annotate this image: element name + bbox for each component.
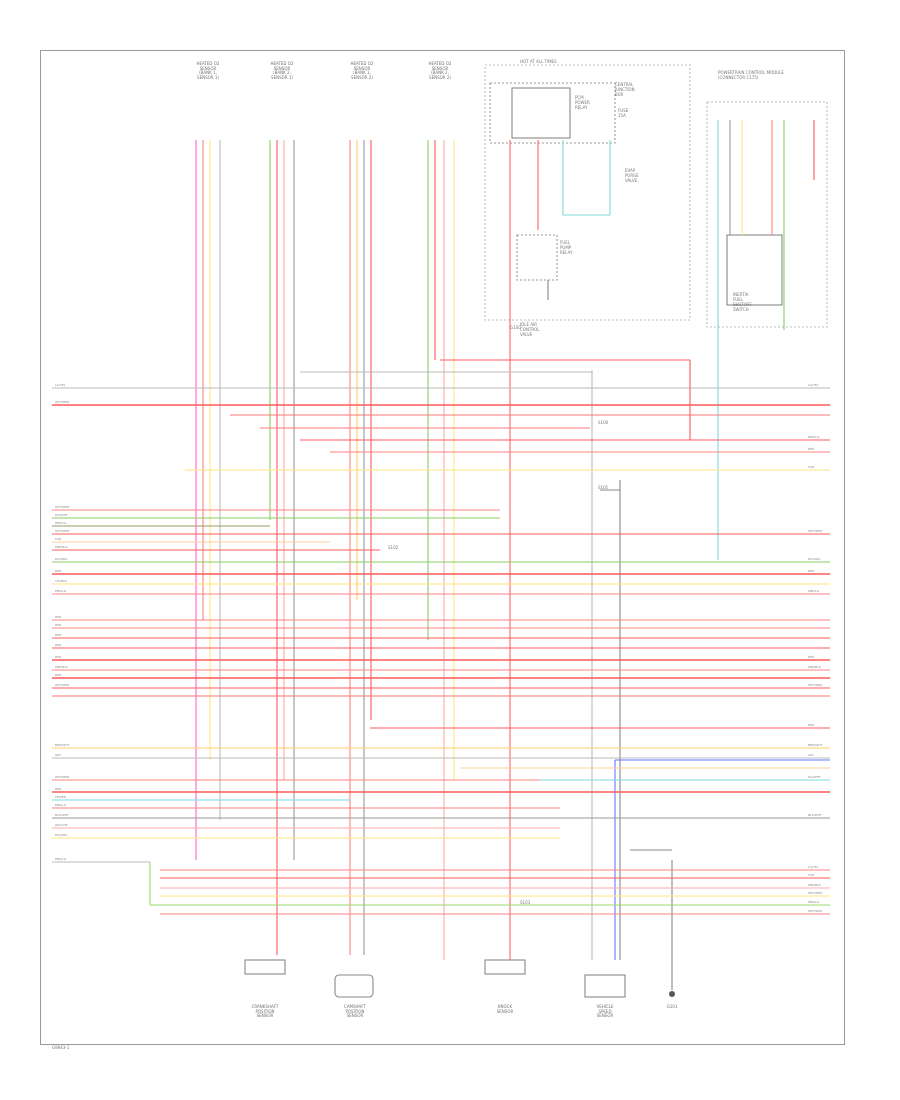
diagram-frame xyxy=(40,50,845,1045)
wire-label: DG/WHT xyxy=(55,513,68,517)
wire-label: LG/YEL xyxy=(808,383,819,387)
wire-label: RED xyxy=(55,633,62,637)
heated-o2-sensor-4: HEATED O2 SENSOR (BANK 2, SENSOR 2) xyxy=(428,61,452,80)
knock-sensor-label: KNOCK SENSOR xyxy=(496,1004,514,1014)
wire-label: RED xyxy=(55,655,62,659)
camshaft-sensor-body xyxy=(334,974,374,998)
wire-label: DG/ORG xyxy=(55,833,68,837)
wire-label: PNK/LG xyxy=(808,900,820,904)
wire-label: WHT/RED xyxy=(55,400,70,404)
inertia-switch-label: INERTIA FUEL SHUTOFF SWITCH xyxy=(733,292,752,312)
wire-label: WHT/RED xyxy=(808,683,823,687)
o2-sensor-1-leads xyxy=(195,140,221,860)
wire-label: WHT/RED xyxy=(808,909,823,913)
wire-label: PNK/BLK xyxy=(55,545,68,549)
fuel-pump-relay-box xyxy=(516,234,558,281)
central-junction-box-label: CENTRAL JUNCTION BOX xyxy=(615,82,635,97)
wire-label: DG/ORG xyxy=(808,557,821,561)
right-connector-title: POWERTRAIN CONTROL MODULE (CONNECTOR C17… xyxy=(718,70,784,80)
wire-label: RED xyxy=(808,447,815,451)
wire-label: WHT/RED xyxy=(55,683,70,687)
wire-label: RED xyxy=(808,655,815,659)
wire-label: RED xyxy=(808,723,815,727)
pcm-power-relay-box xyxy=(511,87,571,139)
o2-sensor-3-leads xyxy=(349,140,372,955)
ground-bottom-label: G101 xyxy=(666,1004,678,1009)
wire-label: PNK/BLK xyxy=(808,665,821,669)
wire-label: LB/RED xyxy=(55,795,67,799)
wire-label: PNK/LG xyxy=(55,803,67,807)
heated-o2-sensor-3: HEATED O2 SENSOR (BANK 1, SENSOR 2) xyxy=(350,61,374,80)
inertia-box xyxy=(726,234,783,306)
hot-at-all-times-label: HOT AT ALL TIMES xyxy=(520,59,557,64)
wire-label: WHT/RED xyxy=(55,529,70,533)
wire-label: BRN/WHT xyxy=(808,743,823,747)
wire-label: BLK/WHT xyxy=(808,813,822,817)
heated-o2-sensor-2: HEATED O2 SENSOR (BANK 2, SENSOR 1) xyxy=(270,61,294,80)
ground-g100: G100 xyxy=(510,325,521,330)
wire-label: WHT/RED xyxy=(808,891,823,895)
splice-s100: S100 xyxy=(598,420,609,425)
wire-label: WHT/RED xyxy=(55,775,70,779)
page-code: G9843-1 xyxy=(52,1045,70,1050)
ground-bottom-symbol xyxy=(669,991,675,997)
wire-label: DG/WHT xyxy=(808,775,821,779)
wire-label: RED xyxy=(808,569,815,573)
wire-label: LG/YEL xyxy=(55,383,66,387)
wire-label: RED xyxy=(55,643,62,647)
wire-label: YEL/BLK xyxy=(55,579,68,583)
splice-s103: S103 xyxy=(520,900,531,905)
wire-label: RED xyxy=(55,623,62,627)
crankshaft-sensor-label: CRANKSHAFT POSITION SENSOR xyxy=(251,1004,279,1019)
wire-label: WHT/RED xyxy=(808,529,823,533)
wire-label: ORG/YEL xyxy=(55,823,69,827)
wire-label: TAN xyxy=(808,465,814,469)
wire-label: BLK/WHT xyxy=(55,813,69,817)
evap-purge-label: EVAP PURGE VALVE xyxy=(625,168,639,183)
hot-at-all-times-box xyxy=(484,64,691,321)
wire-label: WHT/RED xyxy=(55,505,70,509)
camshaft-sensor-label: CAMSHAFT POSITION SENSOR xyxy=(344,1004,366,1019)
wire-label: RED/LG xyxy=(808,435,820,439)
wire-label: PNK/BLK xyxy=(808,883,821,887)
o2-sensor-2-leads xyxy=(269,140,295,955)
vehicle-speed-sensor-label: VEHICLE SPEED SENSOR xyxy=(596,1004,614,1019)
fuse-label: FUSE 15A xyxy=(618,108,629,118)
right-connector-box xyxy=(706,101,828,328)
wire-label: DG/ORG xyxy=(55,557,68,561)
heated-o2-sensor-1: HEATED O2 SENSOR (BANK 1, SENSOR 1) xyxy=(196,61,220,80)
wire-label: PNK/LG xyxy=(55,589,67,593)
knock-sensor-body xyxy=(484,959,526,975)
wire-label: GRY xyxy=(808,753,815,757)
wire-label: TAN xyxy=(808,873,814,877)
wire-label: PNK/BLK xyxy=(55,665,68,669)
wire-label: PNK/LG xyxy=(55,857,67,861)
wire-label: LG/YEL xyxy=(808,865,819,869)
wire-label: PNK/LG xyxy=(808,589,820,593)
pcm-power-relay-label: PCM POWER RELAY xyxy=(575,95,590,110)
idle-air-control-label: IDLE AIR CONTROL VALVE xyxy=(520,322,540,337)
o2-sensor-4-leads xyxy=(427,140,455,960)
wire-label: RED xyxy=(55,569,62,573)
wire-label: TAN xyxy=(55,537,61,541)
vss-body xyxy=(584,974,626,998)
wire-label: RED xyxy=(55,673,62,677)
splice-s101: S101 xyxy=(598,485,609,490)
wire-label: GRY xyxy=(55,753,62,757)
wire-label: RED xyxy=(55,787,62,791)
central-junction-box xyxy=(489,82,616,144)
wire-label: RED xyxy=(55,615,62,619)
splice-s102: S102 xyxy=(388,545,399,550)
fuel-pump-relay-label: FUEL PUMP RELAY xyxy=(560,240,573,255)
wire-label: RED/LG xyxy=(55,521,67,525)
crankshaft-sensor-body xyxy=(244,959,286,975)
wire-label: BRN/WHT xyxy=(55,743,70,747)
